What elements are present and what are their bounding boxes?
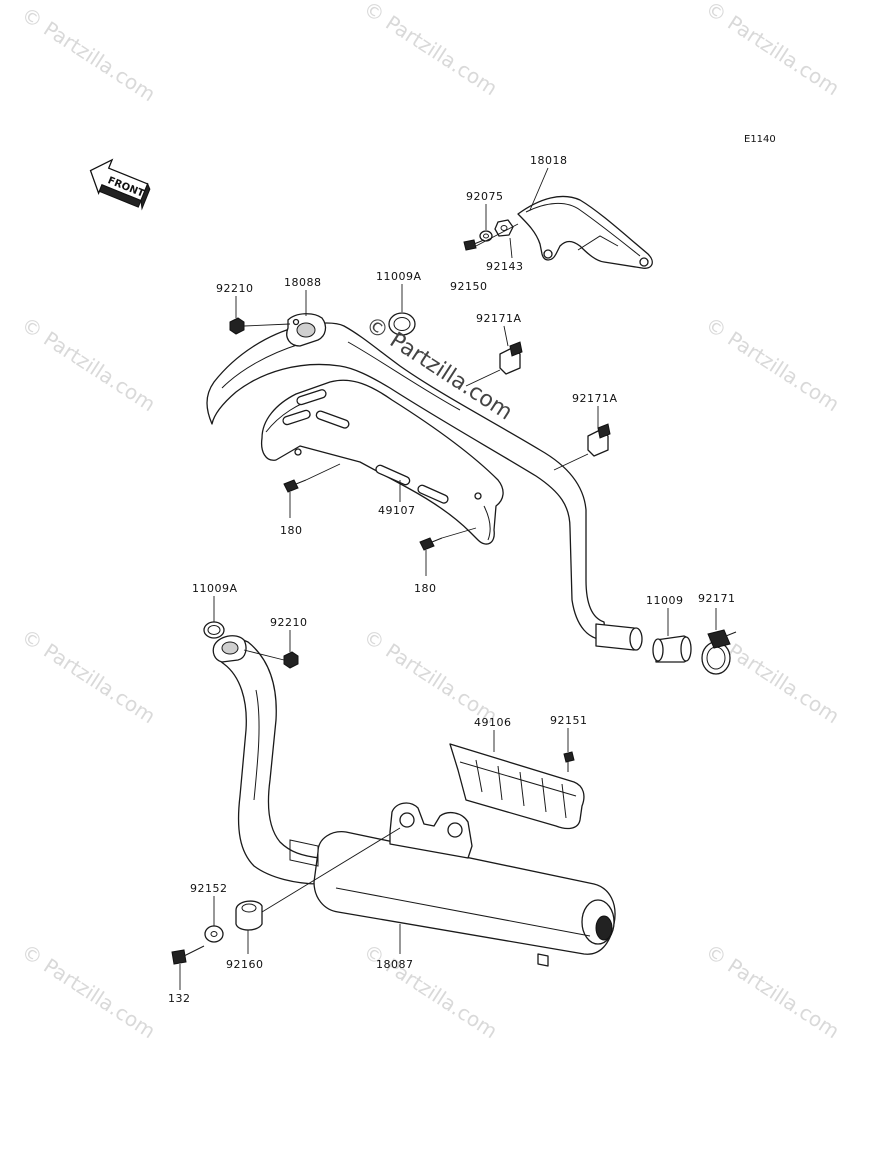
pipe-end xyxy=(595,623,643,651)
part-labels: 18018 92075 92143 92150 92210 18088 1100… xyxy=(168,154,736,1005)
diagram-code: E1140 xyxy=(744,134,776,145)
gasket-11009A-lower xyxy=(203,621,225,639)
label-92171A-lower: 92171A xyxy=(572,392,618,405)
label-92171: 92171 xyxy=(698,592,736,605)
watermark: © Partzilla.com xyxy=(359,0,502,100)
nut-92210-upper xyxy=(229,317,245,335)
label-92075: 92075 xyxy=(466,190,504,203)
bracket-18018 xyxy=(517,195,653,269)
label-92160: 92160 xyxy=(226,958,264,971)
clamp-92171A-upper xyxy=(499,341,523,375)
front-arrow-icon: FRONT xyxy=(89,158,151,211)
watermark: © Partzilla.com xyxy=(359,624,502,728)
watermark: © Partzilla.com xyxy=(359,939,502,1043)
watermark: © Partzilla.com xyxy=(17,624,160,728)
label-92151: 92151 xyxy=(550,714,588,727)
label-11009A-upper: 11009A xyxy=(376,270,422,283)
watermark: © Partzilla.com xyxy=(17,312,160,416)
label-18018: 18018 xyxy=(530,154,568,167)
clamp-92171 xyxy=(701,629,737,675)
label-18087: 18087 xyxy=(376,958,414,971)
label-180-upper: 180 xyxy=(280,524,303,537)
clamp-92171A-lower xyxy=(587,423,611,457)
washer-92152 xyxy=(204,925,224,943)
muffler-18087 xyxy=(289,802,616,967)
heat-guard-49107 xyxy=(260,379,504,545)
gasket-11009 xyxy=(652,635,692,663)
label-132: 132 xyxy=(168,992,191,1005)
watermark: © Partzilla.com xyxy=(17,939,160,1043)
label-92210-upper: 92210 xyxy=(216,282,254,295)
label-92152: 92152 xyxy=(190,882,228,895)
screw-92151 xyxy=(563,751,575,772)
label-11009A-lower: 11009A xyxy=(192,582,238,595)
watermark: © Partzilla.com xyxy=(17,2,160,106)
bolt-180-lower xyxy=(419,537,443,551)
bolt-180-upper xyxy=(283,479,307,493)
flange-18088 xyxy=(286,313,327,347)
label-49106: 49106 xyxy=(474,716,512,729)
label-92171A-upper: 92171A xyxy=(476,312,522,325)
label-92143: 92143 xyxy=(486,260,524,273)
bolt-132 xyxy=(171,945,205,965)
label-18088: 18088 xyxy=(284,276,322,289)
watermark: © Partzilla.com xyxy=(701,939,844,1043)
label-92210-lower: 92210 xyxy=(270,616,308,629)
nut-92210-lower xyxy=(283,651,299,669)
grommet-92160 xyxy=(235,900,263,931)
header-pipe xyxy=(206,322,607,641)
lower-pipe xyxy=(212,635,321,885)
gasket-11009A-upper xyxy=(388,312,416,336)
label-180-lower: 180 xyxy=(414,582,437,595)
bolt-92150 xyxy=(463,239,485,251)
label-11009: 11009 xyxy=(646,594,684,607)
label-49107: 49107 xyxy=(378,504,416,517)
watermark: © Partzilla.com xyxy=(701,312,844,416)
label-92150: 92150 xyxy=(450,280,488,293)
watermark: © Partzilla.com xyxy=(701,0,844,100)
heat-guard-49106 xyxy=(449,743,585,830)
nut-92143 xyxy=(494,219,514,237)
washer-92075 xyxy=(479,230,493,242)
